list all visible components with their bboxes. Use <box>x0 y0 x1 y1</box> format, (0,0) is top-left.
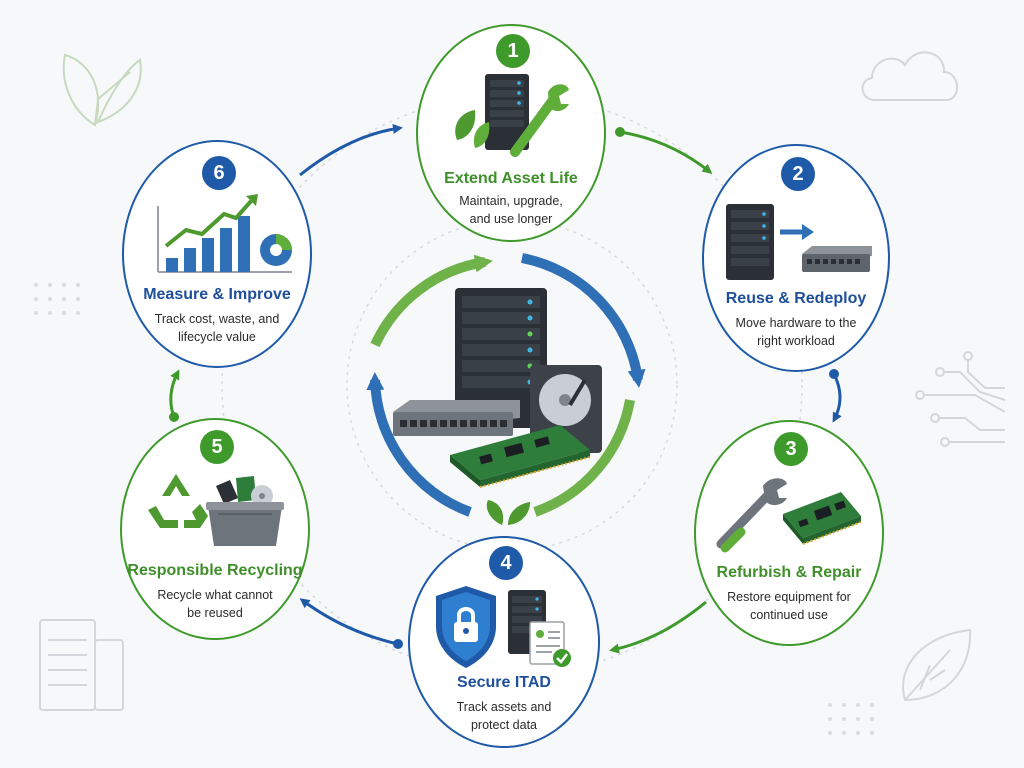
arrow-6-to-1 <box>299 124 403 177</box>
wrench-circuit-board-icon <box>716 478 862 553</box>
step-number-badge: 4 <box>489 546 523 580</box>
step-title: Reuse & Redeploy <box>725 290 867 307</box>
step-description-line-1: Track cost, waste, and <box>154 312 280 326</box>
arrow-5-to-6 <box>169 369 180 418</box>
hardware-cluster-icon <box>393 288 602 488</box>
center-cycle-arrows <box>366 253 646 517</box>
dot-grid-icon <box>34 283 874 735</box>
circuit-lines-icon <box>915 351 1006 447</box>
step-description-line-2: and use longer <box>469 212 553 226</box>
step-description-line-1: Restore equipment for <box>727 590 851 604</box>
step-node-secure-itad: 4 Secure ITAD Track assets and protect d… <box>408 536 600 748</box>
shield-lock-icon <box>436 586 571 668</box>
step-description-line-2: right workload <box>757 334 835 348</box>
step-number-badge: 1 <box>496 34 530 68</box>
growth-chart-icon <box>157 194 292 273</box>
step-description-line-1: Maintain, upgrade, <box>459 194 563 208</box>
step-number-badge: 3 <box>774 432 808 466</box>
step-description-line-2: continued use <box>750 608 828 622</box>
leaf-outline-icon <box>902 628 972 702</box>
step-node-refurbish-repair: 3 Refurbish & Repair Restore equipment f… <box>694 420 884 646</box>
step-number-badge: 5 <box>200 430 234 464</box>
step-title: Measure & Improve <box>143 286 291 303</box>
step-title: Refurbish & Repair <box>716 564 862 581</box>
step-description-line-2: protect data <box>470 718 537 732</box>
step-description-line-2: lifecycle value <box>178 330 256 344</box>
step-number-badge: 2 <box>781 157 815 191</box>
step-description-line-1: Move hardware to the <box>735 316 857 330</box>
step-description-line-2: be reused <box>187 606 243 620</box>
step-node-measure-improve: 6 Measure & Improve Track cost, waste, a… <box>122 140 312 368</box>
server-to-switch-icon <box>726 204 872 280</box>
arrow-1-to-2 <box>619 130 713 174</box>
step-description-line-1: Recycle what cannot <box>157 588 273 602</box>
outer-orbit-ring <box>221 94 803 676</box>
server-outline-icon <box>39 619 124 711</box>
leaf-icon <box>62 53 142 127</box>
step-description-line-1: Track assets and <box>456 700 552 714</box>
step-node-responsible-recycling: 5 Responsible Recycling Recycle what can… <box>120 418 310 640</box>
arrow-4-to-5 <box>299 598 399 646</box>
recycle-bin-icon <box>148 474 284 546</box>
step-title: Secure ITAD <box>457 674 551 691</box>
server-wrench-icon <box>455 74 569 157</box>
step-node-reuse-redeploy: 2 Reuse & Redeploy Move hardware to the … <box>702 144 890 372</box>
cloud-icon <box>861 51 958 101</box>
step-title: Responsible Recycling <box>127 562 303 579</box>
center-leaf-icon <box>486 500 530 525</box>
step-number-badge: 6 <box>202 156 236 190</box>
arrow-2-to-3 <box>832 373 842 423</box>
step-node-extend-asset-life: 1 Extend Asset Life Maintain, upgrade, a… <box>416 24 606 242</box>
step-title: Extend Asset Life <box>444 170 578 187</box>
arrow-3-to-4 <box>609 600 707 654</box>
